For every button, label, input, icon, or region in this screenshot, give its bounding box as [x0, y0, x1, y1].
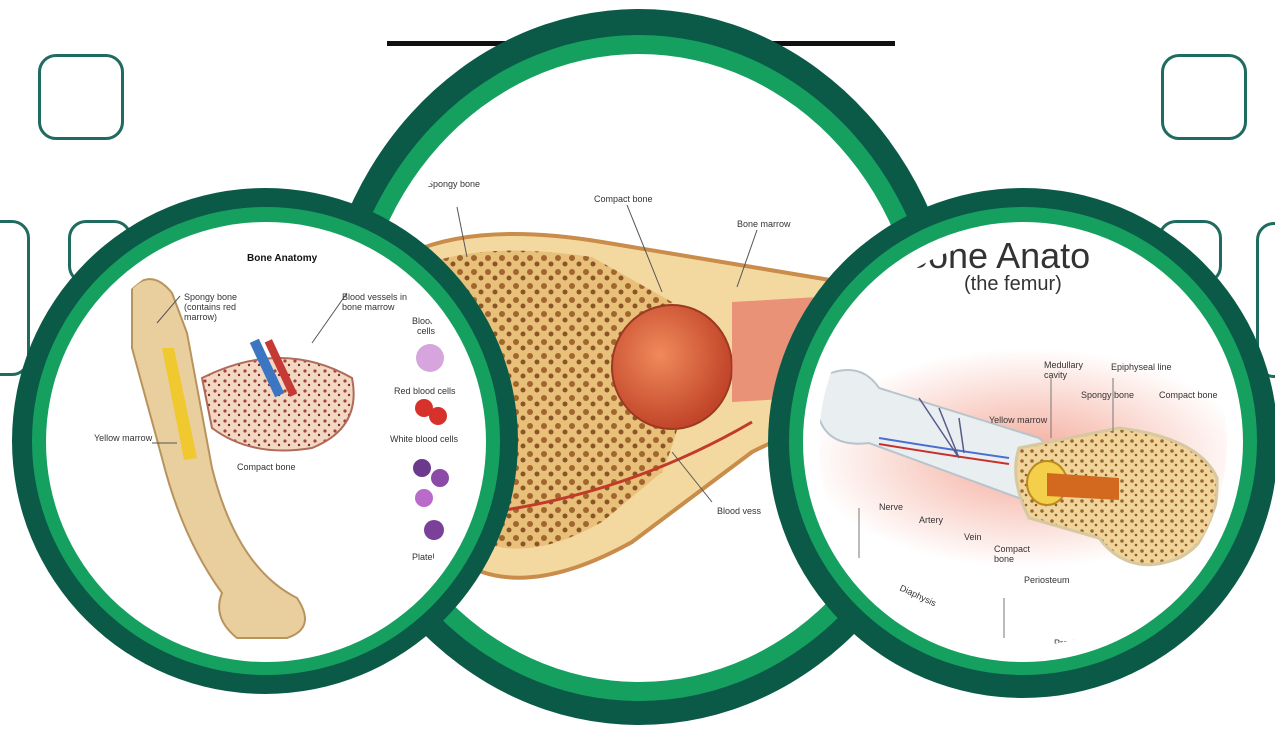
- label-spongy-bone-sub2: marrow): [184, 312, 217, 322]
- label-blood-vessels-sub: bone marrow: [342, 302, 395, 312]
- label-compact-bone-2-sub: bone: [994, 554, 1014, 564]
- decorative-bar-left: [0, 220, 30, 376]
- label-epiphyseal-line: Epiphyseal line: [1111, 362, 1172, 372]
- label-periosteum: Periosteum: [1024, 575, 1070, 585]
- right-bone-illustration: Bone Anato (the femur) Medullary cavity …: [819, 238, 1227, 646]
- right-panel-subtitle: (the femur): [964, 273, 1062, 295]
- label-spongy-bone-sub: (contains red: [184, 302, 236, 312]
- label-spongy-bone: Spongy bone: [427, 179, 480, 189]
- label-blood-vessels: Blood vess: [717, 506, 762, 516]
- label-compact-bone-2: Compact: [994, 544, 1031, 554]
- label-white-blood-cells: White blood cells: [390, 434, 459, 444]
- label-bone-marrow: Bone marrow: [737, 219, 791, 229]
- label-platelets: Platel: [412, 552, 435, 562]
- label-diaphysis: Diaphysis: [898, 583, 938, 609]
- label-medullary-cavity-sub: cavity: [1044, 370, 1068, 380]
- label-vein: Vein: [964, 532, 982, 542]
- label-red-blood-cells: Red blood cells: [394, 386, 456, 396]
- label-blood-cells-sub: cells: [417, 326, 436, 336]
- label-yellow-marrow: Yellow marrow: [989, 415, 1048, 425]
- label-compact-bone: Compact bone: [237, 462, 296, 472]
- label-medullary-cavity: Medullary: [1044, 360, 1084, 370]
- label-nerve: Nerve: [879, 502, 903, 512]
- decorative-frame-top-right: [1161, 54, 1247, 140]
- label-spongy-bone: Spongy bone: [1081, 390, 1134, 400]
- label-spongy-bone: Spongy bone: [184, 292, 237, 302]
- label-compact-bone: Compact bone: [1159, 390, 1218, 400]
- left-panel-title: Bone Anatomy: [247, 253, 318, 264]
- label-compact-bone: Compact bone: [594, 194, 653, 204]
- label-yellow-marrow: Yellow marrow: [94, 433, 153, 443]
- label-artery: Artery: [919, 515, 944, 525]
- label-blood-vessels: Blood vessels in: [342, 292, 407, 302]
- decorative-frame-top-left: [38, 54, 124, 140]
- left-bone-illustration: Bone Anatomy Spongy bone (contains red m…: [62, 238, 470, 646]
